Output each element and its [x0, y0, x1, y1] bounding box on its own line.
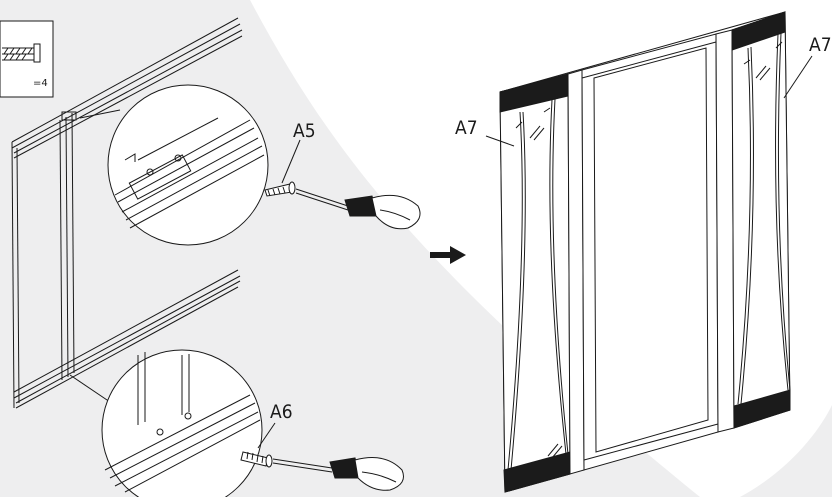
screwdriver-icon-bottom — [272, 457, 404, 491]
a5-leader — [281, 139, 301, 184]
screwdriver-icon-top — [295, 188, 421, 230]
screw-icon-top — [264, 181, 296, 197]
parts-count: =4 — [33, 78, 48, 89]
label-a5: A5 — [293, 120, 316, 142]
a7-left-leader — [485, 135, 515, 147]
leader-line-bottom — [69, 374, 111, 403]
left-frame — [11, 17, 243, 409]
right-arrow-icon — [430, 246, 466, 264]
leader-line-top — [79, 109, 121, 119]
parts-inset: =4 — [0, 20, 54, 98]
a7-right-leader — [783, 55, 813, 99]
a6-leader — [257, 422, 276, 449]
zoom-circle-top — [107, 84, 269, 246]
panel-strips — [507, 32, 791, 471]
screw-parts-icon — [2, 43, 41, 63]
background-shade-right — [740, 405, 832, 497]
screw-icon-bottom — [240, 451, 273, 468]
assembled-door — [499, 11, 791, 493]
label-a7-right: A7 — [809, 34, 832, 56]
label-a6: A6 — [270, 401, 293, 423]
zoom-circle-bottom — [101, 349, 263, 497]
label-a7-left: A7 — [455, 117, 478, 139]
